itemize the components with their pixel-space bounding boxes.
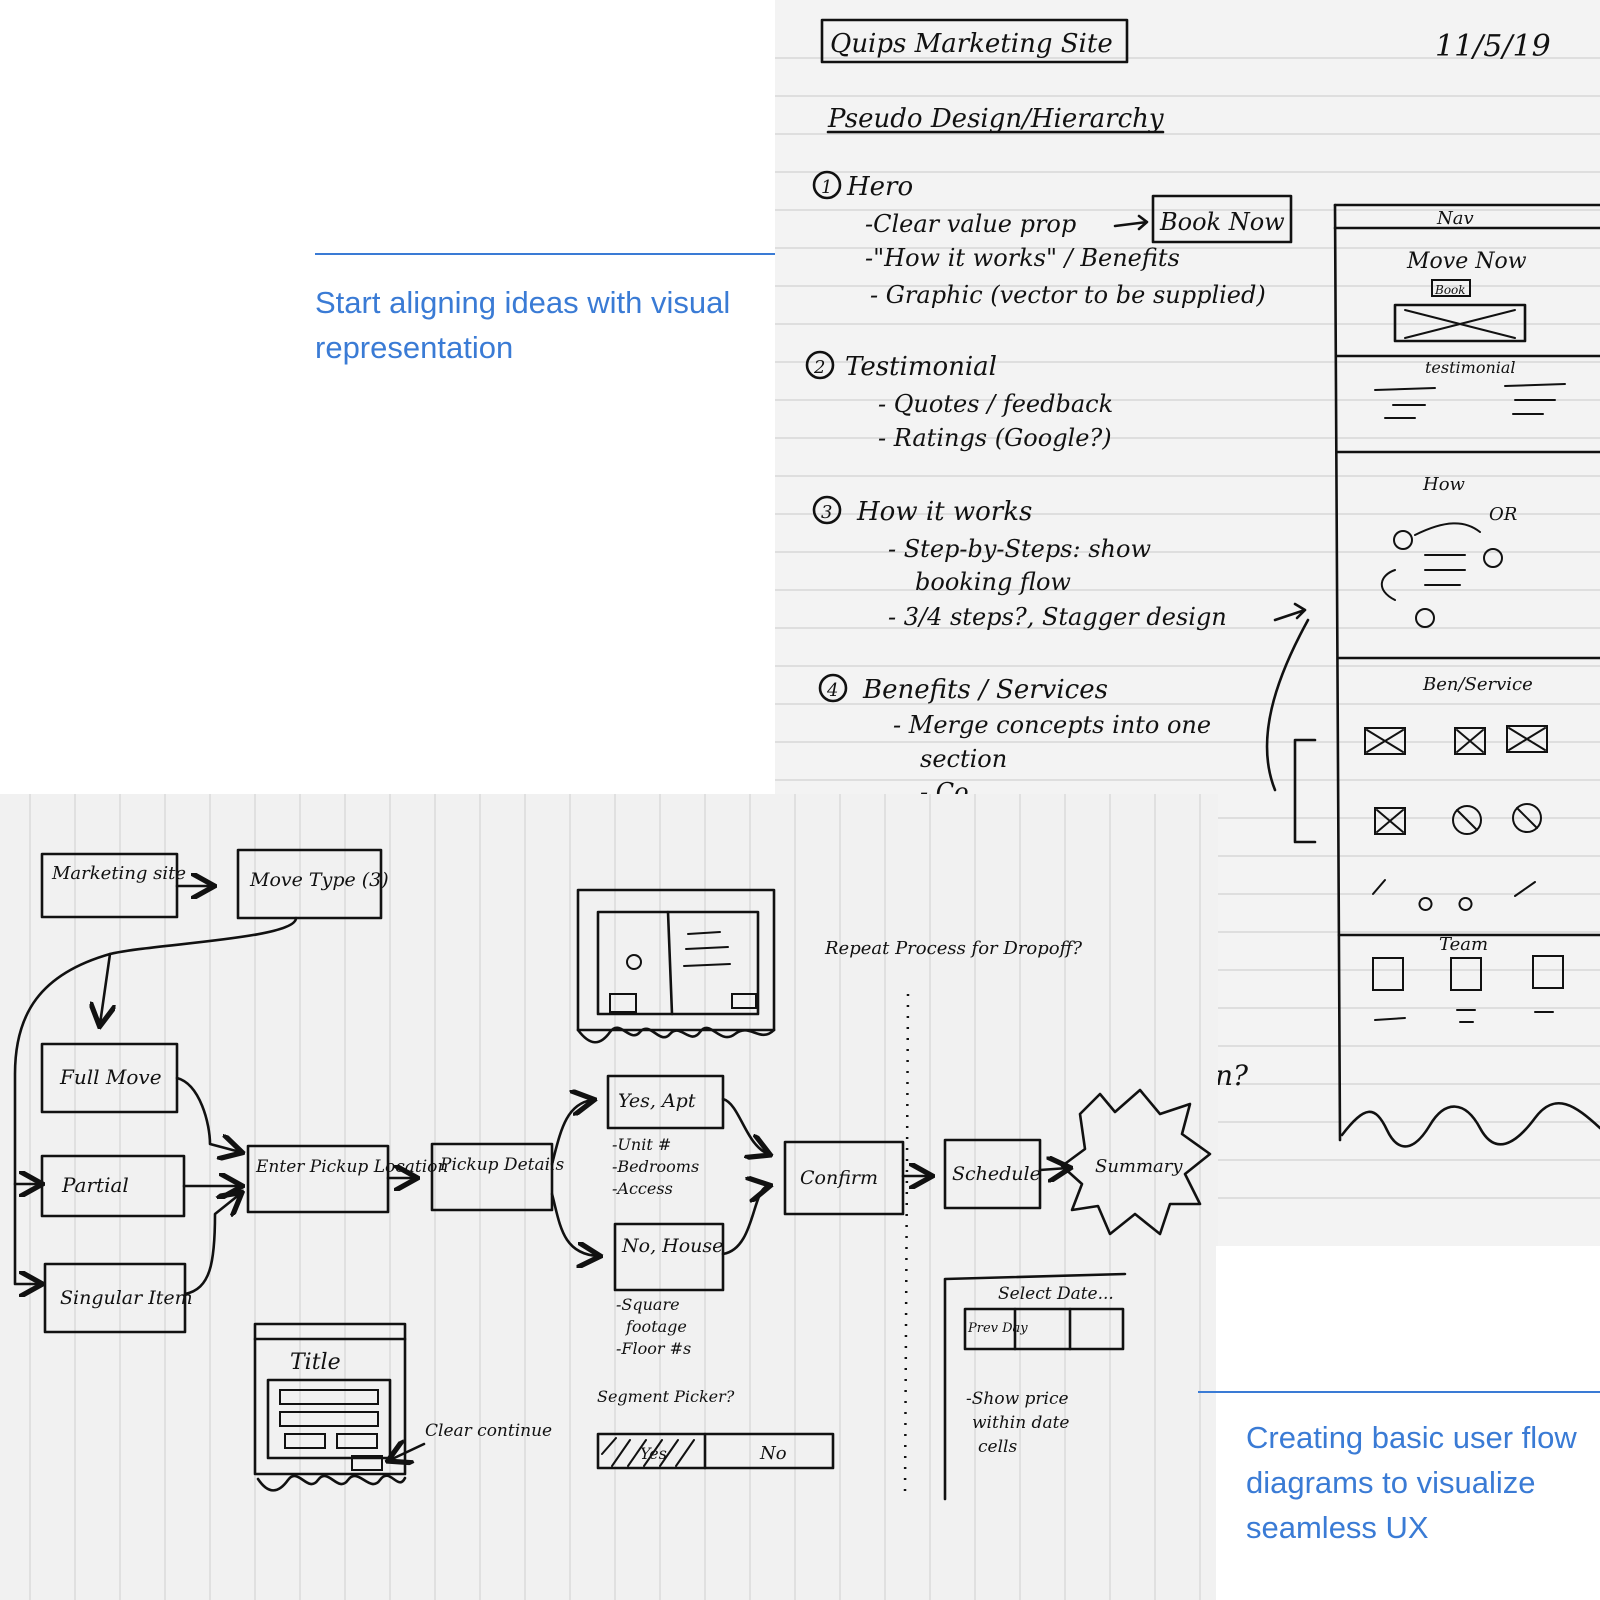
segment-picker-label: Segment Picker? (597, 1387, 735, 1406)
wire-or: OR (1489, 504, 1517, 525)
date-note-1: -Show price (966, 1389, 1069, 1409)
title-sketch: Title Clear continue (253, 1322, 552, 1492)
section-4-heading: Benefits / Services (862, 675, 1108, 705)
section-4-line-2: section (920, 745, 1007, 773)
caption-top-rule (315, 253, 835, 255)
wireframe-sketch: Nav Move Now Book testimonial How OR Ben… (1333, 203, 1600, 1148)
node-confirm (783, 1140, 905, 1216)
node-summary-label: Summary (1095, 1156, 1183, 1177)
book-now-box (1151, 194, 1293, 244)
segment-yes: Yes (640, 1444, 667, 1463)
house-note-3: -Floor #s (616, 1339, 691, 1358)
section-2-heading: Testimonial (845, 352, 997, 382)
prev-day-label: Prev Day (967, 1321, 1028, 1336)
node-schedule-label: Schedule (952, 1163, 1041, 1185)
section-1-heading: Hero (846, 172, 913, 202)
flow-sketch: Marketing site Move Type (3) Full Move P… (0, 794, 1218, 1600)
node-move-type (236, 848, 383, 920)
segment-picker (596, 1432, 835, 1470)
bracket (1293, 738, 1317, 844)
wire-testimonial: testimonial (1425, 358, 1516, 377)
section-3-line-2: booking flow (915, 568, 1071, 596)
section-1-line-2: -"How it works" / Benefits (865, 244, 1180, 272)
section-4-number-circle (818, 673, 848, 703)
section-3-line-3: - 3/4 steps?, Stagger design (888, 603, 1227, 631)
segment-no: No (759, 1443, 787, 1464)
apt-note-3: -Access (612, 1179, 673, 1198)
section-2-line-2: - Ratings (Google?) (878, 424, 1112, 452)
grid-lines (29, 794, 1201, 1600)
node-schedule (943, 1138, 1042, 1210)
node-partial-label: Partial (61, 1173, 129, 1197)
section-3-heading: How it works (856, 497, 1032, 527)
date-picker-sketch: Select Date... Prev Day -Show price with… (943, 1272, 1127, 1501)
node-no-house (613, 1222, 725, 1292)
arrow-stagger (1273, 602, 1307, 622)
section-4-number: 4 (826, 680, 838, 701)
wire-how: How (1422, 474, 1466, 495)
section-2-number: 2 (813, 357, 825, 378)
section-1-line-3: - Graphic (vector to be supplied) (870, 281, 1266, 309)
flow-sketch-drawing: Marketing site Move Type (3) Full Move P… (13, 794, 1212, 1600)
date-note-2: within date (972, 1413, 1069, 1433)
section-3-number-circle (812, 495, 842, 525)
notes-subtitle: Pseudo Design/Hierarchy (827, 104, 1164, 134)
node-marketing-site-label: Marketing site (51, 863, 186, 884)
apt-note-2: -Bedrooms (612, 1157, 699, 1176)
node-enter-pickup-label: Enter Pickup Location (255, 1157, 448, 1177)
section-2-line-1: - Quotes / feedback (878, 390, 1113, 418)
connector-curve (1265, 618, 1310, 792)
node-pickup-details (430, 1142, 554, 1212)
arrow-to-book-now (1113, 214, 1149, 231)
house-note-1: -Square (616, 1295, 680, 1314)
section-4-line-1: - Merge concepts into one (893, 711, 1211, 739)
node-confirm-label: Confirm (800, 1167, 878, 1189)
date-note-3: cells (978, 1437, 1017, 1457)
node-move-type-label: Move Type (3) (249, 869, 389, 891)
map-sketch (576, 888, 776, 1044)
node-summary-burst (1060, 1088, 1212, 1236)
wire-benefits: Ben/Service (1422, 674, 1533, 695)
section-3-line-1: - Step-by-Steps: show (888, 535, 1151, 563)
section-2-number-circle (805, 350, 835, 380)
wire-team: Team (1439, 934, 1488, 955)
section-1-line-1: -Clear value prop (865, 210, 1076, 238)
caption-background (1216, 1246, 1600, 1600)
node-yes-apt (606, 1074, 725, 1130)
node-no-house-label: No, House (621, 1235, 723, 1257)
node-singular-item (43, 1262, 187, 1334)
apt-note-1: -Unit # (612, 1135, 671, 1154)
caption-bottom: Creating basic user flow diagrams to vis… (1246, 1420, 1577, 1545)
node-full-move-label: Full Move (59, 1065, 162, 1089)
notes-date: 11/5/19 (1435, 29, 1551, 64)
section-1-number-circle (812, 170, 842, 200)
node-enter-pickup (246, 1144, 390, 1214)
node-yes-apt-label: Yes, Apt (618, 1090, 696, 1112)
clear-continue-note: Clear continue (425, 1421, 552, 1441)
wire-book: Book (1434, 283, 1466, 297)
caption-top: Start aligning ideas with visual represe… (315, 285, 731, 365)
book-now-label: Book Now (1159, 208, 1285, 236)
notes-sketch-drawing: Quips Marketing Site 11/5/19 Pseudo Desi… (775, 18, 1600, 1199)
node-singular-item-label: Singular Item (60, 1287, 193, 1309)
house-note-2: footage (625, 1317, 687, 1336)
wire-hero-title: Move Now (1406, 249, 1527, 274)
select-date-label: Select Date... (998, 1284, 1114, 1304)
caption-bottom-rule (1198, 1391, 1600, 1393)
repeat-note: Repeat Process for Dropoff? (824, 938, 1082, 959)
node-pickup-details-label: Pickup Details (439, 1155, 564, 1175)
stray-note: n? (1215, 1059, 1249, 1092)
section-3-number: 3 (821, 502, 832, 523)
title-sketch-label: Title (290, 1350, 341, 1375)
section-1-number: 1 (821, 177, 832, 198)
wire-nav: Nav (1436, 208, 1474, 229)
notes-title: Quips Marketing Site (830, 29, 1113, 59)
title-box (820, 18, 1129, 64)
dotted-divider (903, 993, 910, 1495)
